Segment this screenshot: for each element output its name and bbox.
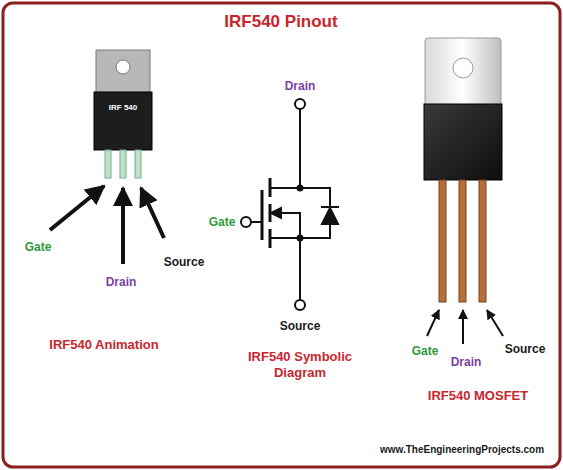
part-marking: IRF 540 <box>109 103 137 113</box>
pin-name: Gate <box>209 215 236 229</box>
channel-segment <box>269 178 272 197</box>
watermark: www.TheEngineeringProjects.com <box>380 444 544 456</box>
pin-name: Drain <box>285 79 316 93</box>
gate-wire <box>251 221 262 223</box>
metal-tab <box>425 38 501 110</box>
to220-photo <box>424 38 503 344</box>
drain-wire <box>271 109 300 188</box>
junction-dot <box>298 236 303 241</box>
lead-gate <box>105 150 111 178</box>
leader-arrow <box>462 310 464 344</box>
package-body <box>94 92 152 150</box>
leader-arrow <box>121 188 125 264</box>
title: IRF540 Pinout <box>224 12 337 32</box>
leader-arrow <box>487 310 503 336</box>
junction-dot <box>298 186 303 191</box>
lead-drain <box>120 150 126 178</box>
gate-plate <box>261 190 264 240</box>
frame-border <box>3 3 560 467</box>
leader-arrow <box>50 186 104 230</box>
pin-name: Source <box>505 342 546 356</box>
pin-name: Drain <box>106 275 137 289</box>
pin-name: Gate <box>412 344 439 358</box>
lead-gate <box>439 180 446 302</box>
body-wire <box>280 213 300 238</box>
lead-source <box>135 150 141 178</box>
leader-arrow <box>141 188 164 238</box>
caption-label: IRF540 Animation <box>49 337 158 353</box>
mosfet-symbol <box>241 99 339 310</box>
package-body <box>424 104 502 180</box>
pin-name: Drain <box>451 355 482 369</box>
pin-name: Source <box>280 319 321 333</box>
diode-wire <box>300 188 330 207</box>
lead-drain <box>459 180 466 302</box>
to220-animation <box>50 50 164 264</box>
diode-bar <box>321 206 339 208</box>
channel-arrow <box>271 208 281 218</box>
lead-source <box>479 180 486 302</box>
pin-name: Gate <box>25 240 52 254</box>
terminal-circle <box>295 99 305 109</box>
metal-tab <box>96 50 150 96</box>
diode-wire <box>300 224 330 238</box>
pin-name: Source <box>164 255 205 269</box>
caption-label: IRF540 Symbolic Diagram <box>235 349 365 380</box>
terminal-circle <box>241 217 251 227</box>
caption-label: IRF540 MOSFET <box>428 388 528 404</box>
source-wire <box>271 238 300 300</box>
mounting-hole <box>116 60 130 74</box>
mounting-hole <box>453 58 473 78</box>
diode-triangle <box>322 208 338 224</box>
leader-arrow <box>427 310 439 336</box>
terminal-circle <box>295 300 305 310</box>
